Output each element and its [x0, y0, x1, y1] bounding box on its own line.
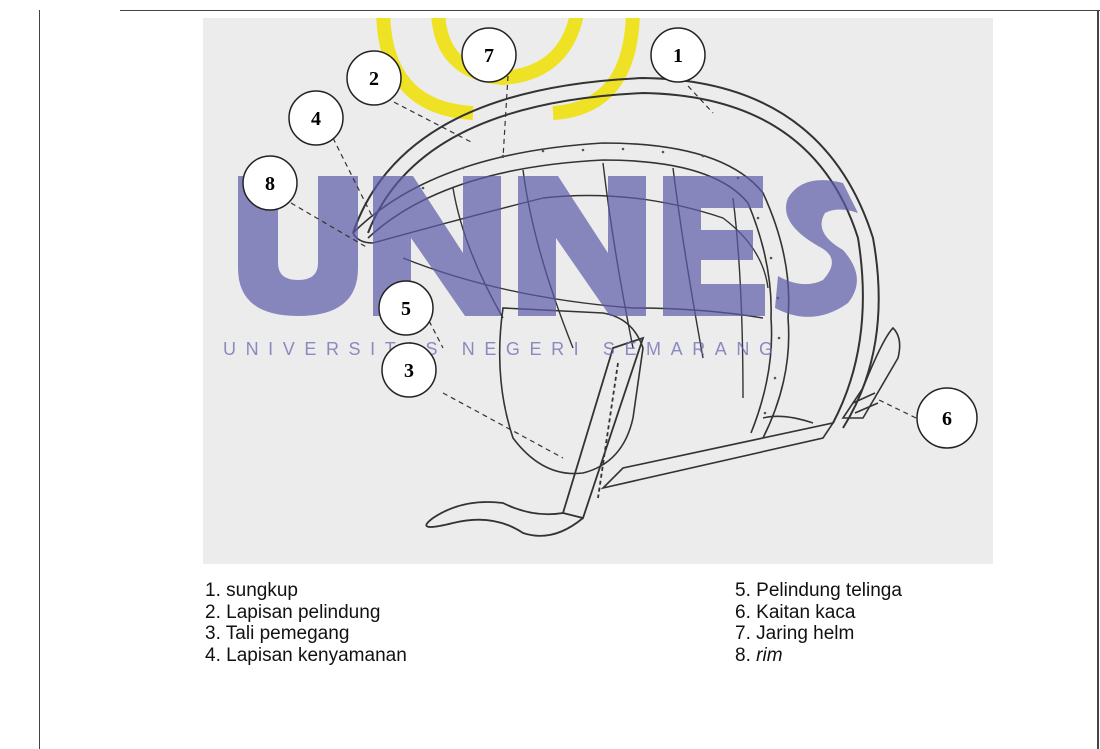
legend-item: 6. Kaitan kaca — [735, 602, 902, 624]
callout-7-label: 7 — [484, 45, 494, 67]
rim-strap — [603, 416, 833, 488]
legend-item: 7. Jaring helm — [735, 623, 902, 645]
legend-label: Tali pemegang — [226, 623, 350, 644]
callout-3-label: 3 — [404, 360, 414, 382]
legend-label: Lapisan kenyamanan — [226, 645, 407, 666]
helmet-diagram-svg: UNIVERSITAS NEGERI SEMARANG 1 2 3 4 — [203, 18, 993, 564]
frame-right-border — [1097, 10, 1099, 749]
callout-5: 5 — [379, 281, 433, 335]
legend-number: 4. — [205, 645, 221, 666]
legend-item: 2. Lapisan pelindung — [205, 602, 407, 624]
callout-2-label: 2 — [369, 68, 379, 90]
frame-top-border — [120, 10, 1100, 11]
legend-number: 5. — [735, 580, 751, 601]
visor-hook — [843, 328, 900, 418]
callout-6-label: 6 — [942, 408, 952, 430]
legend-number: 1. — [205, 580, 221, 601]
callout-8: 8 — [243, 156, 297, 210]
legend-item: 3. Tali pemegang — [205, 623, 407, 645]
helmet-figure: UNIVERSITAS NEGERI SEMARANG 1 2 3 4 — [203, 18, 993, 564]
legend-label: Jaring helm — [756, 623, 854, 644]
legend-label: rim — [756, 645, 782, 666]
callout-4: 4 — [289, 91, 343, 145]
chin-strap — [426, 338, 643, 536]
legend-number: 6. — [735, 602, 751, 623]
legend-label: Pelindung telinga — [756, 580, 902, 601]
ear-protector — [500, 308, 643, 474]
watermark-subtitle: UNIVERSITAS NEGERI SEMARANG — [223, 339, 773, 359]
callout-4-label: 4 — [311, 108, 321, 130]
callout-3: 3 — [382, 343, 436, 397]
legend-item: 8. rim — [735, 645, 902, 667]
legend-number: 7. — [735, 623, 751, 644]
legend-item: 4. Lapisan kenyamanan — [205, 645, 407, 667]
legend-label: Kaitan kaca — [756, 602, 855, 623]
callout-1: 1 — [651, 28, 705, 82]
callout-6: 6 — [917, 388, 977, 448]
legend-label: Lapisan pelindung — [226, 602, 380, 623]
legend-number: 3. — [205, 623, 221, 644]
legend-number: 2. — [205, 602, 221, 623]
callout-8-label: 8 — [265, 173, 275, 195]
callout-1-label: 1 — [673, 45, 683, 67]
legend-item: 1. sungkup — [205, 580, 407, 602]
callout-5-label: 5 — [401, 298, 411, 320]
legend-label: sungkup — [226, 580, 298, 601]
legend-item: 5. Pelindung telinga — [735, 580, 902, 602]
legend-number: 8. — [735, 645, 751, 666]
callout-2: 2 — [347, 51, 401, 105]
frame-left-border — [39, 10, 40, 749]
legend-right-column: 5. Pelindung telinga 6. Kaitan kaca 7. J… — [735, 580, 902, 666]
callout-7: 7 — [462, 28, 516, 82]
legend-left-column: 1. sungkup 2. Lapisan pelindung 3. Tali … — [205, 580, 407, 666]
